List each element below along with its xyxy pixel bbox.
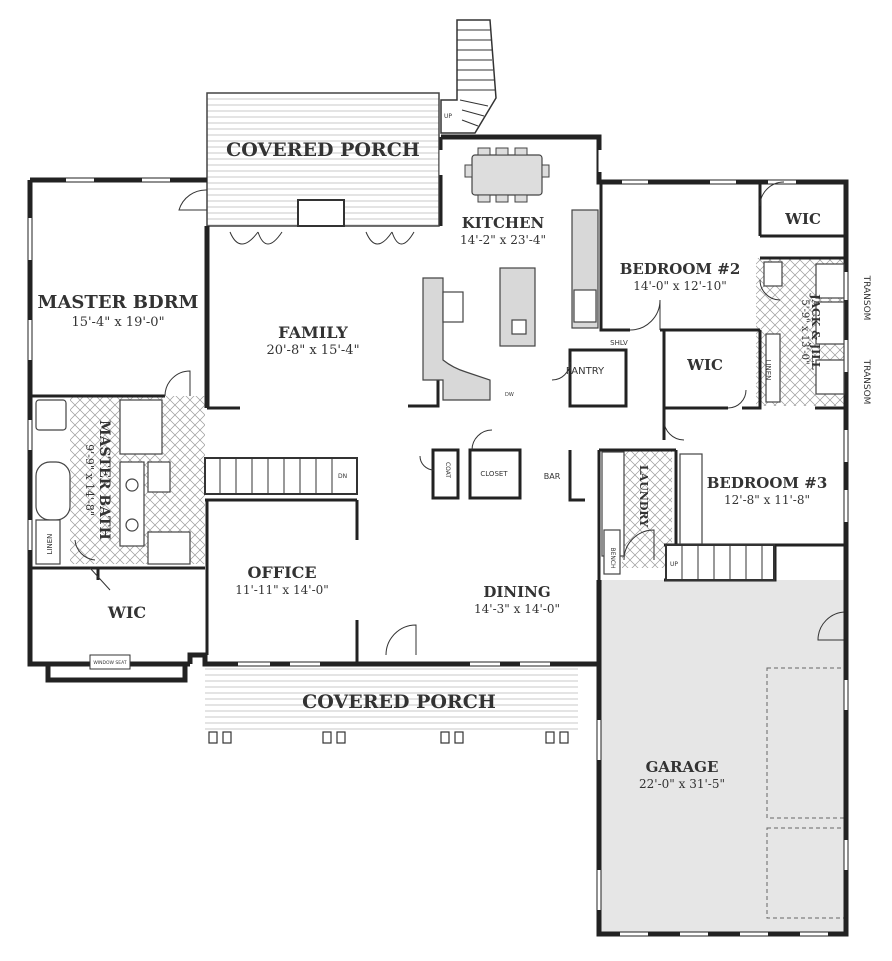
master-bath-dims: 9'-9" x 14'-8" — [83, 444, 96, 516]
laundry-tile — [622, 450, 672, 568]
kitchen-fixtures: DW — [422, 147, 599, 401]
jack-jill-label: JACK & JILL — [809, 293, 822, 370]
kitchen-label: KITCHEN — [462, 214, 545, 232]
family-label: FAMILY — [278, 323, 348, 342]
jack-jill-label-group: JACK & JILL 5'-9" x 13'-0" — [799, 293, 822, 370]
dw-label: DW — [505, 392, 514, 398]
master-bdrm-dims: 15'-4" x 19'-0" — [71, 315, 164, 330]
doors — [74, 181, 785, 656]
rear-covered-porch — [206, 92, 440, 227]
front-covered-porch-label: COVERED PORCH — [302, 691, 496, 713]
pantry-label: PANTRY — [566, 366, 605, 377]
garage-dims: 22'-0" x 31'-5" — [639, 777, 725, 791]
garage — [599, 580, 847, 934]
office-dims: 11'-11" x 14'-0" — [235, 583, 329, 597]
jack-jill-dims: 5'-9" x 13'-0" — [799, 299, 810, 364]
front-covered-porch — [205, 664, 578, 744]
master-bdrm-label: MASTER BDRM — [38, 292, 199, 313]
office-label: OFFICE — [247, 563, 316, 582]
dn-label: DN — [338, 473, 347, 480]
dining-label: DINING — [483, 583, 550, 601]
rear-exterior-stair: UP — [440, 19, 497, 134]
transom-top-label: TRANSOM — [861, 275, 871, 321]
wic-bedroom2-label: WIC — [784, 210, 821, 228]
linen-master-label: LINEN — [46, 534, 54, 555]
window-seat-label: WINDOW SEAT — [93, 660, 126, 666]
up-label: UP — [444, 113, 452, 120]
rear-covered-porch-label: COVERED PORCH — [226, 139, 420, 161]
up-label-laundry: UP — [670, 561, 678, 568]
bar-label: BAR — [544, 472, 561, 481]
dining-dims: 14'-3" x 14'-0" — [474, 602, 560, 616]
kitchen-dims: 14'-2" x 23'-4" — [460, 233, 546, 247]
shlv-label: SHLV — [610, 339, 628, 347]
garage-label: GARAGE — [646, 758, 719, 776]
coat-label: COAT — [444, 462, 451, 478]
wic-center-label: WIC — [686, 356, 723, 374]
windows — [28, 150, 848, 936]
laundry-label: LAUNDRY — [637, 465, 650, 527]
bedroom3-dims: 12'-8" x 11'-8" — [724, 493, 810, 507]
bedroom2-label: BEDROOM #2 — [620, 260, 741, 278]
linen-jj-label: LINEN — [764, 360, 772, 381]
family-dims: 20'-8" x 15'-4" — [266, 343, 359, 358]
closet-label: CLOSET — [480, 470, 508, 478]
wic-master-label: WIC — [107, 603, 146, 622]
transom-bottom-label: TRANSOM — [861, 359, 871, 405]
bath-fixtures — [35, 261, 845, 575]
master-bath-label: MASTER BATH — [96, 420, 112, 540]
shlv-bg — [608, 336, 630, 348]
garage-door-swing — [817, 611, 847, 641]
bedroom2-dims: 14'-0" x 12'-10" — [633, 279, 727, 293]
laundry-stair: UP — [665, 544, 775, 581]
master-bath-label-group: MASTER BATH 9'-9" x 14'-8" — [83, 420, 112, 540]
window-seat — [89, 654, 131, 670]
bench-label: BENCH — [609, 547, 616, 568]
bedroom3-label: BEDROOM #3 — [707, 474, 828, 492]
interior-stair: DN — [204, 457, 358, 495]
